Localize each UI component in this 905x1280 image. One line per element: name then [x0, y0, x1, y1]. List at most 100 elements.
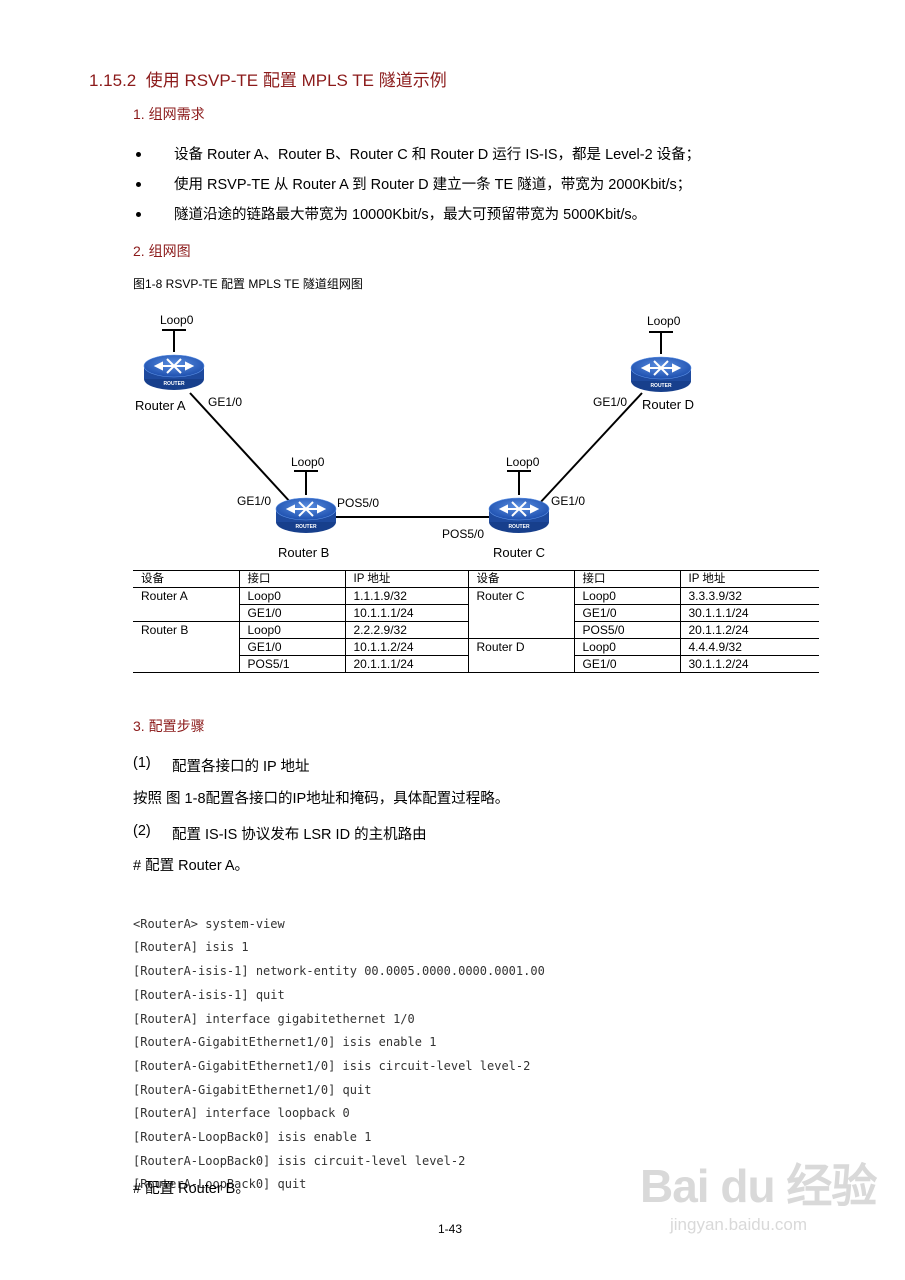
router-c-icon: [488, 497, 550, 534]
code-line: [RouterA-isis-1] quit: [133, 987, 285, 1002]
table-cell: Router D: [467, 638, 574, 656]
ip-address-table: 设备 接口 IP 地址 设备 接口 IP 地址 Router A Loop0 1…: [133, 570, 819, 673]
table-cell: Loop0: [573, 587, 680, 605]
section-number: 1.15.2: [89, 71, 137, 90]
table-row: Router A Loop0 1.1.1.9/32 Router C Loop0…: [133, 587, 819, 605]
table-row: POS5/1 20.1.1.1/24 GE1/0 30.1.1.2/24: [133, 655, 819, 673]
table-cell: 4.4.4.9/32: [679, 638, 819, 656]
table-cell: [467, 604, 574, 622]
table-cell: [133, 656, 239, 673]
steps-heading: 3. 配置步骤: [133, 718, 205, 734]
code-line: [RouterA-LoopBack0] quit: [133, 1177, 307, 1192]
table-cell: Loop0: [573, 638, 680, 656]
table-cell: GE1/0: [573, 604, 680, 622]
code-line: <RouterA> system-view: [133, 916, 285, 931]
requirements-heading: 1. 组网需求: [133, 106, 205, 122]
router-d-loop-label: Loop0: [647, 314, 681, 328]
table-header-cell: IP 地址: [679, 570, 819, 588]
loop-stubs: [162, 329, 673, 495]
requirement-item-1: 设备 Router A、Router B、Router C 和 Router D…: [174, 147, 701, 163]
link-c-d: [537, 392, 643, 506]
table-header-cell: 接口: [238, 570, 345, 588]
table-cell: 3.3.3.9/32: [679, 587, 819, 605]
router-a-icon: [143, 354, 205, 391]
table-cell: POS5/1: [238, 655, 345, 673]
code-line: [RouterA] interface loopback 0: [133, 1106, 350, 1121]
table-header-cell: 接口: [573, 570, 680, 588]
page-number: 1-43: [438, 1222, 463, 1236]
step-2-number: (2): [133, 823, 151, 839]
config-router-a-comment: # 配置 Router A。: [133, 858, 250, 874]
table-cell: 2.2.2.9/32: [344, 621, 468, 639]
table-cell: Router B: [133, 621, 239, 639]
watermark-logo: Bai du 经验: [640, 1160, 877, 1212]
table-cell: 20.1.1.2/24: [679, 621, 819, 639]
link-a-b: [189, 392, 293, 505]
table-header-cell: 设备: [133, 570, 239, 588]
table-row: GE1/0 10.1.1.2/24 Router D Loop0 4.4.4.9…: [133, 638, 819, 656]
table-cell: 10.1.1.1/24: [344, 604, 468, 622]
config-router-b-comment: # 配置 Router B。: [133, 1181, 250, 1197]
step-1-number: (1): [133, 755, 151, 771]
section-title: 1.15.2 使用 RSVP-TE 配置 MPLS TE 隧道示例: [89, 66, 447, 91]
router-b-port-right-label: POS5/0: [337, 496, 380, 510]
router-b-name: Router B: [278, 545, 330, 560]
code-block: <RouterA> system-view [RouterA] isis 1 [Ro…: [133, 889, 545, 1221]
table-cell: Loop0: [238, 621, 345, 639]
router-c-loop-label: Loop0: [506, 455, 540, 469]
table-cell: POS5/0: [573, 621, 680, 639]
code-line: [RouterA-isis-1] network-entity 00.0005.…: [133, 964, 545, 979]
table-cell: Loop0: [238, 587, 345, 605]
router-d-icon: [630, 356, 692, 393]
code-line: [RouterA-LoopBack0] isis enable 1: [133, 1130, 372, 1145]
table-header-cell: IP 地址: [344, 570, 468, 588]
router-b-loop-label: Loop0: [291, 455, 325, 469]
diagram-heading: 2. 组网图: [133, 243, 191, 259]
router-c-port-left-label: POS5/0: [442, 527, 485, 541]
table-cell: 30.1.1.1/24: [679, 604, 819, 622]
figure-title: 图1-8 RSVP-TE 配置 MPLS TE 隧道组网图: [133, 277, 363, 291]
table-cell: Router A: [141, 589, 188, 604]
step-1-note: 按照 图 1-8配置各接口的IP地址和掩码，具体配置过程略。: [133, 791, 510, 807]
step-2-text: 配置 IS-IS 协议发布 LSR ID 的主机路由: [172, 827, 427, 843]
router-d-name: Router D: [642, 397, 695, 412]
router-c-name: Router C: [493, 545, 546, 560]
network-topology-diagram: ROUTER: [143, 329, 692, 534]
table-header-cell: 设备: [467, 570, 574, 588]
table-cell: 30.1.1.2/24: [679, 655, 819, 673]
table-row: GE1/0 10.1.1.1/24 GE1/0 30.1.1.1/24: [133, 604, 819, 622]
code-line: [RouterA-GigabitEthernet1/0] quit: [133, 1082, 372, 1097]
table-cell: 10.1.1.2/24: [344, 638, 468, 656]
table-cell: [467, 621, 574, 639]
code-line: [RouterA-GigabitEthernet1/0] isis circui…: [133, 1058, 531, 1073]
code-line: [RouterA] isis 1: [133, 940, 249, 955]
table-cell: [467, 655, 574, 673]
watermark-url: jingyan.baidu.com: [670, 1215, 808, 1234]
requirement-item-3: 隧道沿途的链路最大带宽为 10000Kbit/s，最大可预留带宽为 5000Kb…: [174, 207, 647, 223]
table-cell: GE1/0: [238, 604, 345, 622]
bullet-dot: [136, 182, 141, 187]
code-line: [RouterA-GigabitEthernet1/0] isis enable…: [133, 1035, 437, 1050]
table-cell: 1.1.1.9/32: [344, 587, 468, 605]
table-cell: GE1/0: [573, 655, 680, 673]
requirement-item-2: 使用 RSVP-TE 从 Router A 到 Router D 建立一条 TE…: [174, 177, 692, 193]
router-b-icon: [275, 497, 337, 534]
router-a-name: Router A: [135, 398, 186, 413]
table-cell: 20.1.1.1/24: [344, 655, 468, 673]
section-title-text: 使用 RSVP-TE 配置 MPLS TE 隧道示例: [145, 71, 447, 90]
bullet-dot: [136, 152, 141, 157]
code-line: [RouterA-LoopBack0] isis circuit-level l…: [133, 1153, 466, 1168]
table-header-row: 设备 接口 IP 地址 设备 接口 IP 地址: [133, 570, 819, 588]
bullet-dot: [136, 212, 141, 217]
table-cell: Router C: [467, 587, 574, 605]
router-c-port-right-label: GE1/0: [551, 494, 586, 508]
table-cell: [133, 639, 239, 656]
router-a-loop-label: Loop0: [160, 313, 194, 327]
router-d-port-label: GE1/0: [593, 395, 628, 409]
table-cell: GE1/0: [238, 638, 345, 656]
router-a-port-label: GE1/0: [208, 395, 243, 409]
table-row: Router B Loop0 2.2.2.9/32 POS5/0 20.1.1.…: [133, 621, 819, 639]
router-b-port-left-label: GE1/0: [237, 494, 272, 508]
table-cell: [133, 605, 239, 622]
code-line: [RouterA] interface gigabitethernet 1/0: [133, 1011, 415, 1026]
